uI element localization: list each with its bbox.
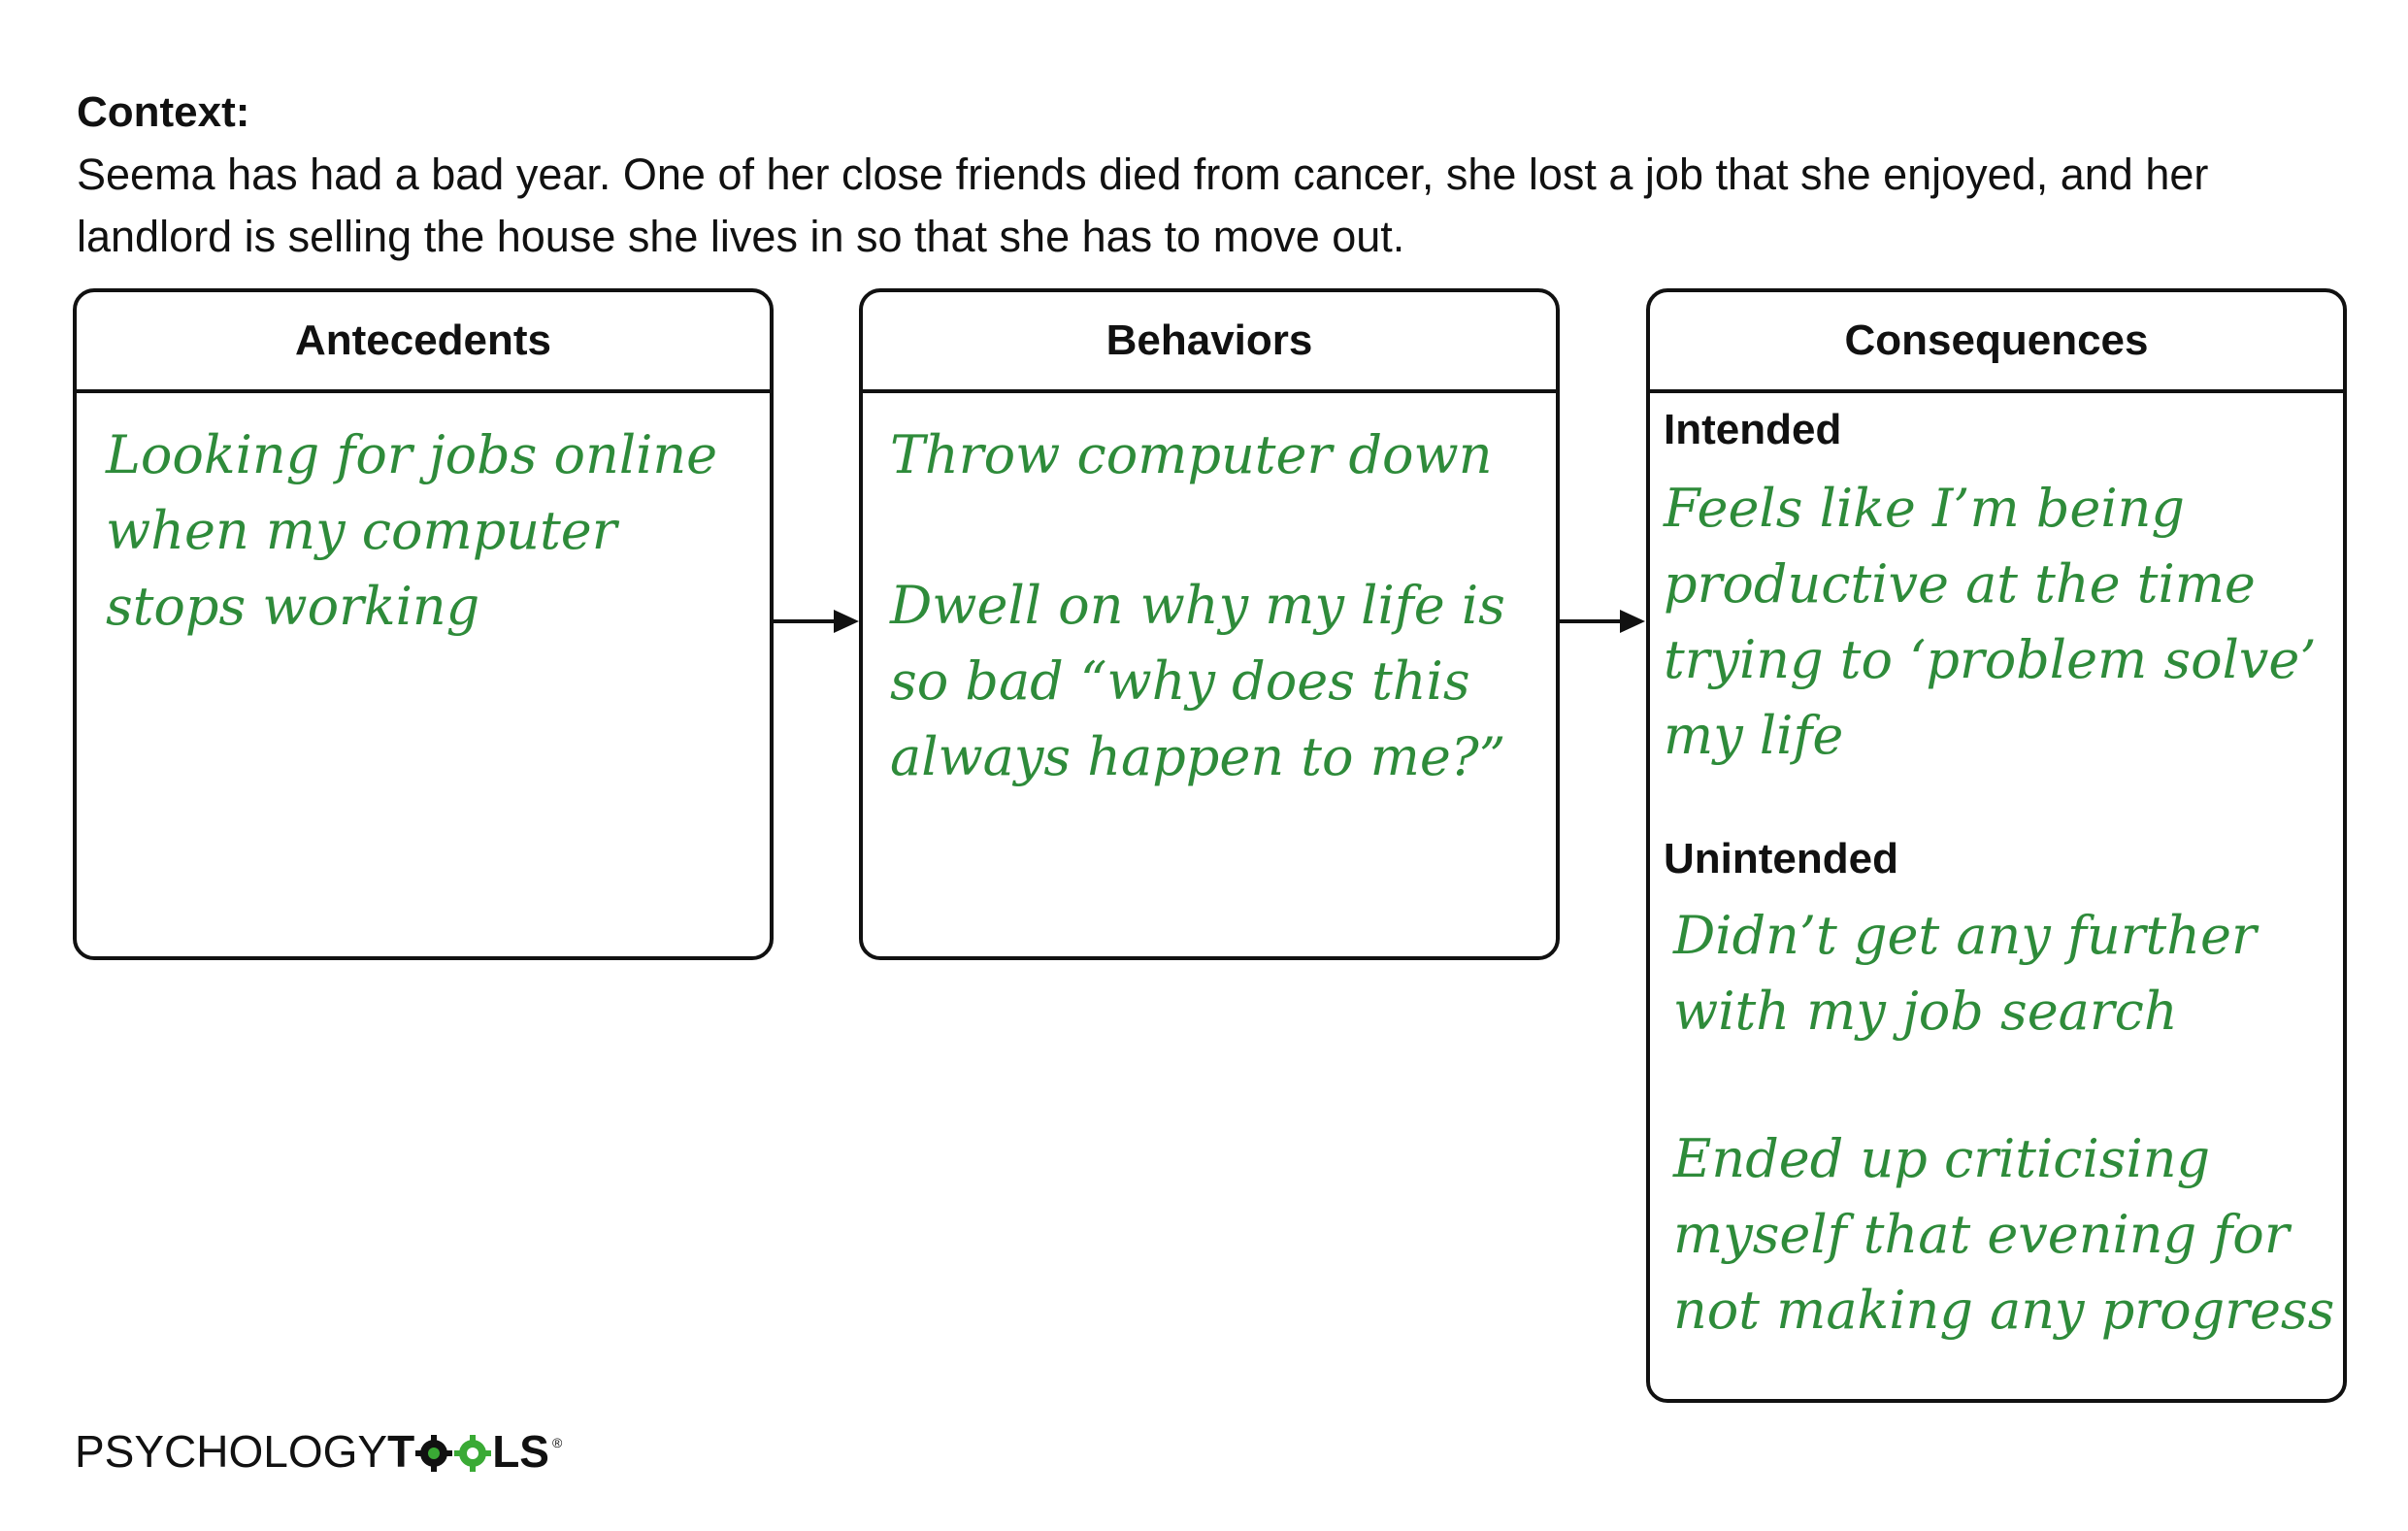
intended-heading: Intended — [1664, 406, 1842, 453]
antecedents-box: Antecedents Looking for jobs online when… — [73, 288, 774, 960]
gear-icon — [454, 1435, 492, 1472]
psychology-tools-logo: PSYCHOLOGY T LS ® — [75, 1425, 562, 1478]
consequences-box: Consequences Intended Feels like I’m bei… — [1646, 288, 2347, 1403]
antecedents-entry: Looking for jobs online when my computer… — [106, 424, 718, 637]
behaviors-entry-1: Throw computer down — [890, 424, 1493, 485]
context-text: Seema has had a bad year. One of her clo… — [77, 150, 2209, 261]
gear-icon — [415, 1435, 453, 1472]
behaviors-box: Behaviors Throw computer down Dwell on w… — [859, 288, 1560, 960]
intended-entry: Feels like I’m being productive at the t… — [1664, 478, 2317, 766]
logo-text-psychology: PSYCHOLOGY — [75, 1426, 388, 1477]
arrow-behaviors-to-consequences — [1560, 610, 1645, 633]
consequences-title: Consequences — [1650, 292, 2343, 393]
arrow-antecedents-to-behaviors — [774, 610, 859, 633]
unintended-entry-2: Ended up criticising myself that evening… — [1673, 1128, 2335, 1341]
behaviors-title: Behaviors — [863, 292, 1556, 393]
context-heading: Context: — [77, 88, 250, 136]
behaviors-entry-2: Dwell on why my life is so bad “why does… — [890, 575, 1506, 787]
registered-mark: ® — [551, 1435, 563, 1450]
context-section: Context: Seema has had a bad year. One o… — [77, 85, 2348, 268]
unintended-entry-1: Didn’t get any further with my job searc… — [1673, 905, 2257, 1042]
logo-text-tools: T LS — [387, 1426, 549, 1477]
antecedents-title: Antecedents — [77, 292, 770, 393]
unintended-heading: Unintended — [1664, 835, 1898, 882]
